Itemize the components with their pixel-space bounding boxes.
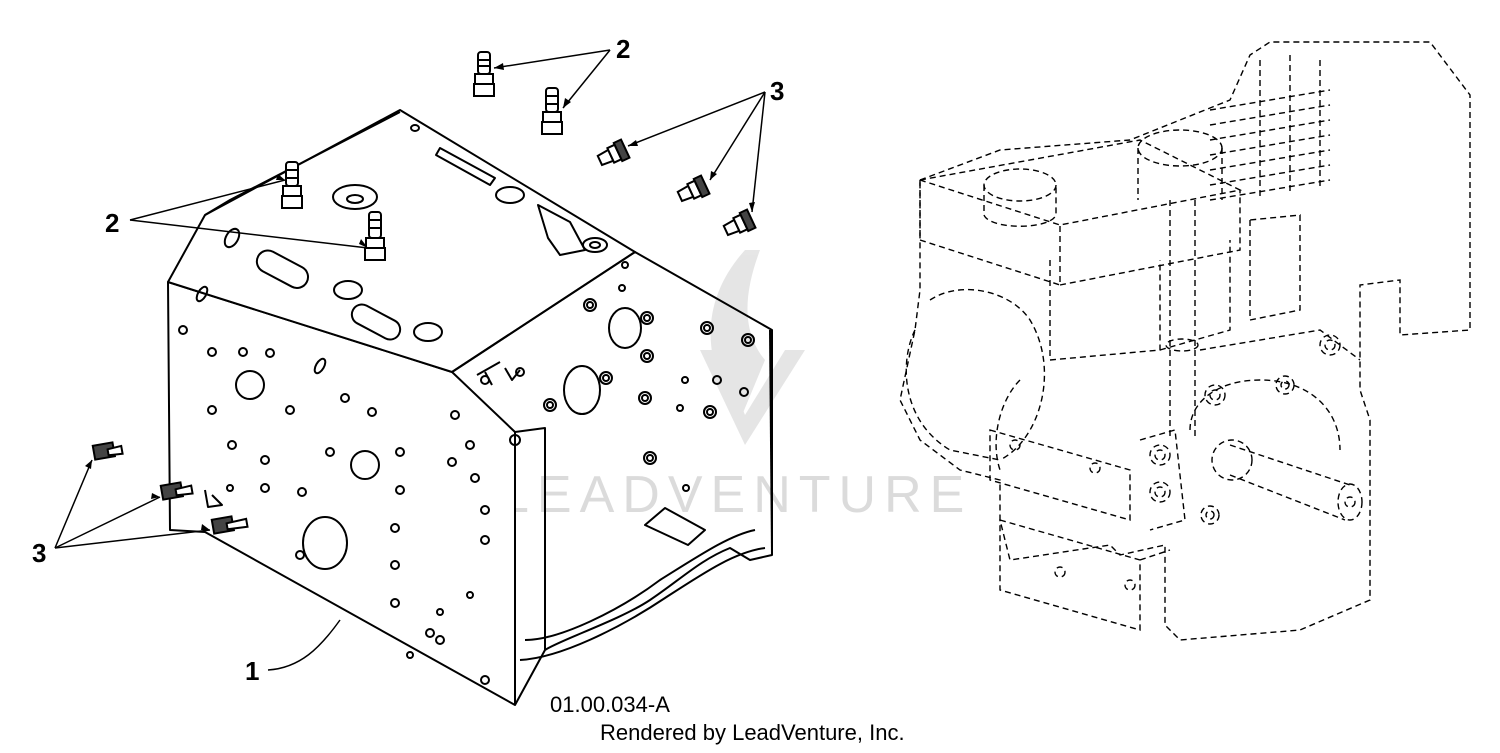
watermark-text: LEADVENTURE: [500, 466, 972, 524]
bolt-parts: [281, 51, 563, 261]
bolt-4: [364, 211, 386, 261]
side-holes: [476, 261, 755, 492]
front-holes: [178, 285, 521, 685]
part-number: 01.00.034-A: [550, 692, 670, 717]
leader-lines: [54, 49, 766, 671]
bolt-1: [473, 51, 495, 97]
screw-4: [91, 441, 124, 461]
screw-5: [159, 481, 194, 501]
screw-2: [676, 174, 711, 203]
callout-3-top: 3: [770, 76, 784, 106]
callout-2-top: 2: [616, 34, 630, 64]
screw-1: [596, 138, 631, 167]
screw-parts: [91, 138, 757, 535]
top-slots: [223, 124, 608, 342]
callout-2-left: 2: [105, 208, 119, 238]
phantom-engine: [899, 41, 1471, 641]
bolt-2: [541, 87, 563, 135]
arrowheads: [85, 63, 755, 530]
screw-6: [210, 515, 249, 535]
callout-3-left: 3: [32, 538, 46, 568]
rendered-by: Rendered by LeadVenture, Inc.: [600, 720, 905, 745]
bolt-3: [281, 161, 303, 209]
engine-frame: [167, 109, 773, 706]
watermark: LEADVENTURE: [500, 250, 972, 524]
callout-1-frame: 1: [245, 656, 259, 686]
screw-3: [722, 208, 757, 237]
